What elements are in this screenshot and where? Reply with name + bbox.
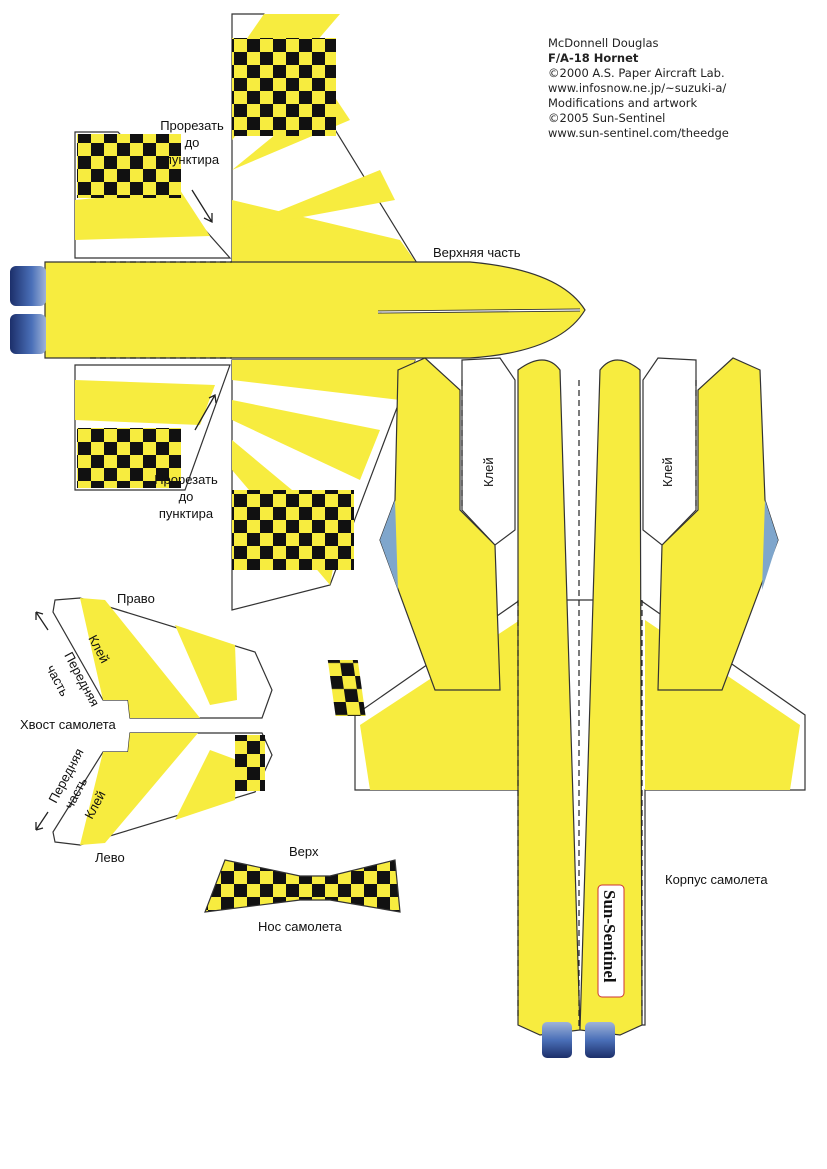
arrow-icon bbox=[191, 189, 213, 224]
nose-title: Нос самолета bbox=[258, 919, 343, 934]
checker-stabilizer-upper bbox=[77, 134, 181, 198]
canopy-right bbox=[762, 500, 778, 590]
body-title: Корпус самолета bbox=[665, 872, 768, 887]
engine-nozzle-left bbox=[542, 1022, 572, 1058]
credit-modifications: Modifications and artwork bbox=[548, 96, 697, 110]
engine-nozzle-lower bbox=[10, 314, 46, 354]
glue-label-left: Клей bbox=[481, 457, 496, 487]
side-panel-right-glue bbox=[642, 357, 697, 546]
credit-maker: McDonnell Douglas bbox=[548, 36, 659, 50]
credit-copyright-2: ©2005 Sun-Sentinel bbox=[548, 111, 665, 125]
checker-upper-wing bbox=[232, 38, 336, 136]
svg-text:пунктира: пунктира bbox=[159, 506, 214, 521]
checker-stabilizer-lower bbox=[77, 428, 181, 488]
credits: McDonnell Douglas F/A-18 Hornet ©2000 A.… bbox=[548, 36, 729, 140]
sun-sentinel-logo: Sun-Sentinel bbox=[600, 890, 619, 983]
tail-parts: Право Лево Хвост самолета Клей Передняя … bbox=[20, 591, 366, 865]
nose-part: Верх Нос самолета bbox=[204, 844, 401, 934]
checker-tail-right bbox=[327, 660, 366, 716]
arrow-left-icon bbox=[35, 611, 49, 631]
top-part: Прорезать до пунктира Прорезать до пункт… bbox=[10, 13, 586, 611]
tail-title: Хвост самолета bbox=[20, 717, 117, 732]
svg-text:пунктира: пунктира bbox=[165, 152, 220, 167]
credit-url-2: www.sun-sentinel.com/theedge bbox=[548, 126, 729, 140]
svg-text:до: до bbox=[185, 135, 200, 150]
top-part-label: Верхняя часть bbox=[433, 245, 521, 260]
checker-lower-wing bbox=[232, 490, 354, 570]
svg-text:Прорезать: Прорезать bbox=[154, 472, 218, 487]
cut-note-top: Прорезать до пунктира bbox=[160, 118, 224, 167]
sun-sentinel-logo-box bbox=[597, 884, 625, 998]
tail-left-label: Лево bbox=[95, 850, 125, 865]
canopy-left bbox=[380, 500, 398, 590]
arrow-left-icon bbox=[35, 811, 49, 831]
side-panel-left-glue bbox=[461, 357, 516, 546]
nose-bowtie bbox=[204, 859, 401, 913]
credit-url-1: www.infosnow.ne.jp/~suzuki-a/ bbox=[548, 81, 726, 95]
checker-tail-left bbox=[235, 735, 265, 791]
nose-top-label: Верх bbox=[289, 844, 319, 859]
tail-right-label: Право bbox=[117, 591, 155, 606]
body-wings bbox=[354, 599, 806, 1026]
svg-text:до: до bbox=[179, 489, 194, 504]
engine-nozzle-upper bbox=[10, 266, 46, 306]
credit-copyright-1: ©2000 A.S. Paper Aircraft Lab. bbox=[548, 66, 725, 80]
svg-text:Прорезать: Прорезать bbox=[160, 118, 224, 133]
credit-model: F/A-18 Hornet bbox=[548, 51, 639, 65]
engine-nozzle-right bbox=[585, 1022, 615, 1058]
arrow-icon bbox=[194, 394, 217, 431]
glue-label-right: Клей bbox=[660, 457, 675, 487]
fuselage-top bbox=[44, 261, 586, 359]
body-part: Sun-Sentinel Клей Клей Корпус самолета bbox=[354, 357, 806, 1058]
cut-note-bottom: Прорезать до пунктира bbox=[154, 472, 218, 521]
